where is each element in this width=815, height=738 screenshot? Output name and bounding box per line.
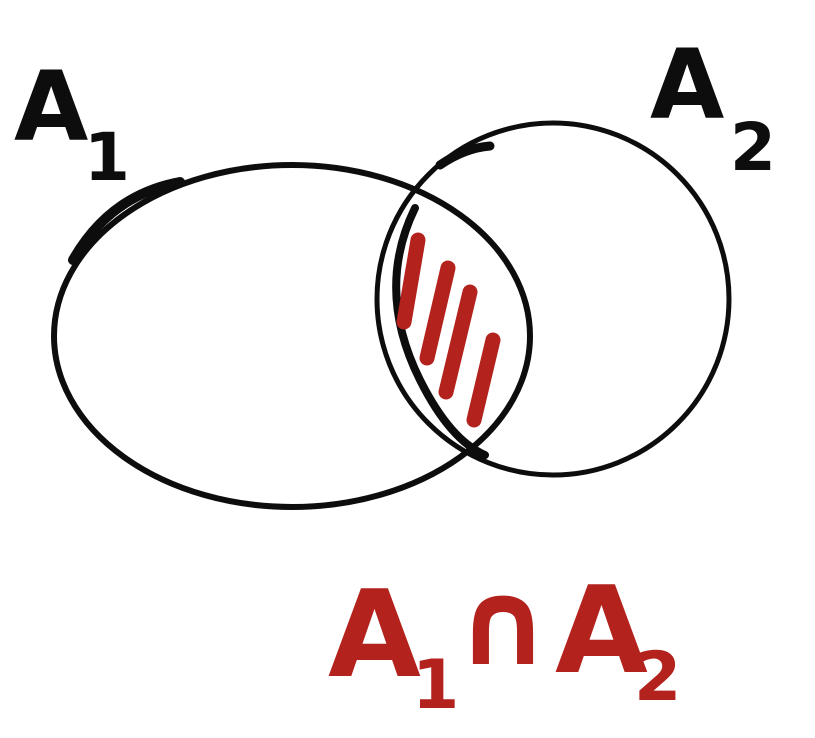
hatch-stroke: [438, 284, 478, 400]
expression-operator: ∩: [455, 554, 551, 692]
intersection-hatching: [396, 232, 501, 428]
set-a1-outline: [51, 162, 533, 510]
set-a2-label: A 2: [650, 29, 776, 186]
hatch-stroke: [466, 332, 501, 428]
set-a2-label-subscript: 2: [730, 109, 776, 186]
set-a1-label-subscript: 1: [84, 119, 130, 196]
intersection-expression: A 1 ∩ A 2: [328, 554, 681, 725]
set-a2: [374, 120, 732, 478]
set-a2-heavy-top: [435, 141, 495, 170]
set-a2-outline: [374, 120, 732, 478]
expression-left-letter: A: [328, 566, 421, 705]
set-a2-label-letter: A: [650, 29, 724, 141]
expression-right-letter: A: [555, 562, 648, 701]
set-a1: [51, 162, 533, 510]
hatch-stroke: [396, 232, 426, 330]
hatch-stroke: [419, 260, 456, 366]
set-a1-label-letter: A: [14, 51, 88, 163]
set-a2-heavy-rim: [392, 204, 489, 459]
expression-left-subscript: 1: [412, 646, 459, 725]
expression-right-subscript: 2: [634, 638, 681, 717]
set-a1-label: A 1: [14, 51, 130, 196]
set-a1-heavy-rim: [68, 177, 185, 265]
